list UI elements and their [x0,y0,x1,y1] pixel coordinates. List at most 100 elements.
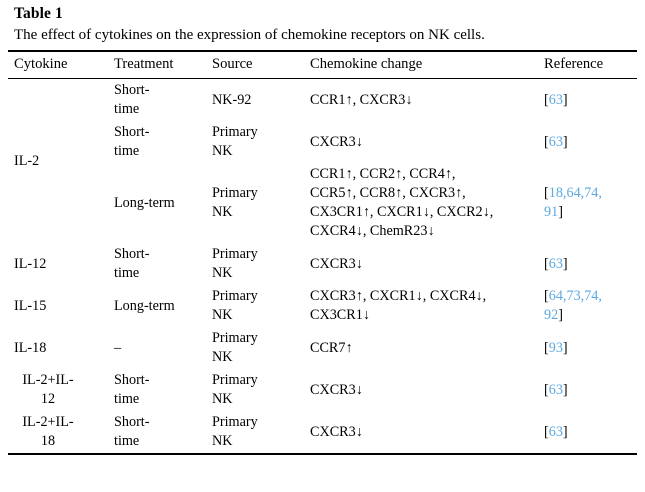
cell-cytokine: IL-18 [8,327,106,369]
cell-cytokine: IL-12 [8,243,106,285]
table-label: Table 1 [14,5,63,22]
reference-line: [63] [544,133,633,152]
reference-link[interactable]: 63 [548,133,563,150]
cell-source: NK-92 [206,79,302,122]
cell-cytokine: IL-2+IL-18 [8,411,106,455]
reference-bracket-open: [ [544,91,549,108]
cell-chemokine-change-line: CXCR3↑, CXCR1↓, CXCR4↓, [310,288,487,304]
cell-source-line: Primary [212,124,258,140]
reference-bracket-close: ] [562,91,568,108]
cell-source-line: NK-92 [212,91,252,108]
cell-chemokine-change: CXCR3↓ [302,411,534,455]
reference-link[interactable]: 18,64,74, [548,185,602,201]
reference-bracket-open: [ [544,288,549,304]
cell-chemokine-change-line: CX3CR1↑, CXCR1↓, CXCR2↓, [310,204,494,220]
reference-line: [63] [544,423,633,442]
reference-link[interactable]: 92 [544,307,559,323]
reference-bracket-close: ] [562,423,568,440]
cell-reference: [63] [534,121,637,163]
cell-source-line: NK [212,433,233,449]
reference-link[interactable]: 63 [548,423,563,440]
cell-source-line: NK [212,143,233,159]
reference-link[interactable]: 63 [548,381,563,398]
reference-bracket-close: ] [558,204,563,220]
cell-treatment-line: time [114,143,140,159]
reference-line: [63] [544,381,633,400]
reference-bracket-close: ] [562,255,568,272]
cell-reference: [64,73,74,92] [534,285,637,327]
cell-treatment-line: Long-term [114,297,175,314]
reference-line: [63] [544,91,633,110]
cell-source-line: Primary [212,288,258,304]
cell-treatment-line: Short- [114,246,150,262]
cell-treatment-line: Short- [114,414,150,430]
cell-cytokine-line: IL-18 [14,339,47,356]
cell-chemokine-change-line: CCR1↑, CCR2↑, CCR4↑, [310,166,456,182]
cell-source-line: NK [212,307,233,323]
column-header-chemokine-change: Chemokine change [302,50,534,79]
reference-link[interactable]: 93 [548,339,563,356]
cell-chemokine-change: CXCR3↓ [302,243,534,285]
cell-reference: [63] [534,411,637,455]
column-header-treatment: Treatment [106,50,206,79]
cell-treatment: Long-term [106,163,206,243]
cell-chemokine-change: CCR7↑ [302,327,534,369]
column-header-cytokine: Cytokine [8,50,106,79]
reference-bracket-open: [ [544,133,549,150]
reference-bracket-open: [ [544,381,549,398]
cell-treatment-line: time [114,433,140,449]
cell-reference: [93] [534,327,637,369]
cell-cytokine: IL-15 [8,285,106,327]
cell-chemokine-change-line: CCR1↑, CXCR3↓ [310,91,413,108]
reference-link[interactable]: 63 [548,255,563,272]
cell-treatment-line: time [114,265,140,281]
cell-cytokine: IL-2+IL-12 [8,369,106,411]
cell-treatment-line: Long-term [114,194,175,211]
cell-treatment: Short-time [106,121,206,163]
table-header: Cytokine Treatment Source Chemokine chan… [8,50,637,79]
reference-bracket-open: [ [544,423,549,440]
cell-treatment: – [106,327,206,369]
cell-chemokine-change: CXCR3↓ [302,121,534,163]
cell-treatment: Long-term [106,285,206,327]
cell-chemokine-change: CCR1↑, CCR2↑, CCR4↑,CCR5↑, CCR8↑, CXCR3↑… [302,163,534,243]
reference-bracket-open: [ [544,185,549,201]
cell-treatment-line: time [114,391,140,407]
column-header-reference: Reference [534,50,637,79]
cell-cytokine-line: IL-2 [14,152,40,169]
reference-link[interactable]: 91 [544,204,559,220]
cell-reference: [18,64,74,91] [534,163,637,243]
cell-treatment-line: – [114,339,122,356]
cell-source-line: Primary [212,185,258,201]
reference-link[interactable]: 64,73,74, [548,288,602,304]
reference-link[interactable]: 63 [548,91,563,108]
reference-bracket-open: [ [544,339,549,356]
cell-chemokine-change: CCR1↑, CXCR3↓ [302,79,534,122]
cell-cytokine-line: IL-15 [14,297,47,314]
reference-line: [64,73,74, [544,287,633,306]
cell-cytokine: IL-2 [8,79,106,244]
cell-treatment-line: Short- [114,124,150,140]
cell-treatment: Short-time [106,79,206,122]
reference-bracket-close: ] [562,339,568,356]
cell-source-line: Primary [212,372,258,388]
reference-line: [18,64,74, [544,184,633,203]
cell-source-line: NK [212,204,233,220]
cell-source-line: NK [212,265,233,281]
cell-chemokine-change-line: CCR7↑ [310,339,353,356]
cell-treatment: Short-time [106,243,206,285]
cell-source-line: NK [212,391,233,407]
